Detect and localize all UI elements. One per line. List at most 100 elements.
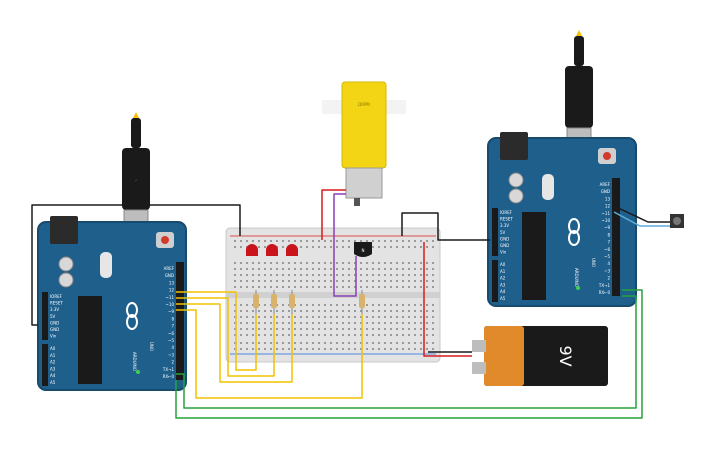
left-power-pin-label: GND	[50, 327, 59, 332]
breadboard-hole	[282, 240, 284, 242]
breadboard-hole	[288, 310, 290, 312]
breadboard-hole	[276, 322, 278, 324]
pushbutton-icon[interactable]	[670, 214, 684, 228]
breadboard-hole	[234, 274, 236, 276]
breadboard-hole	[336, 274, 338, 276]
breadboard-hole	[282, 334, 284, 336]
breadboard-hole	[384, 310, 386, 312]
breadboard-hole	[300, 246, 302, 248]
breadboard-hole	[384, 342, 386, 344]
breadboard-hole	[426, 342, 428, 344]
breadboard-hole	[276, 348, 278, 350]
breadboard-hole	[378, 268, 380, 270]
left-digital-pin-label: ~9	[168, 309, 174, 314]
breadboard-hole	[258, 246, 260, 248]
wire-green-1	[176, 295, 637, 409]
breadboard-hole	[234, 268, 236, 270]
breadboard-hole	[354, 286, 356, 288]
breadboard-hole	[402, 274, 404, 276]
breadboard-hole	[312, 262, 314, 264]
breadboard-hole	[366, 322, 368, 324]
breadboard-hole	[252, 322, 254, 324]
breadboard-hole	[378, 310, 380, 312]
breadboard-hole	[420, 240, 422, 242]
breadboard-hole	[330, 348, 332, 350]
breadboard-hole	[246, 342, 248, 344]
breadboard-hole	[276, 310, 278, 312]
breadboard-hole	[270, 348, 272, 350]
breadboard-hole	[258, 328, 260, 330]
breadboard-hole	[306, 304, 308, 306]
led-1	[246, 244, 258, 256]
breadboard-hole	[408, 240, 410, 242]
breadboard-hole	[408, 262, 410, 264]
breadboard-hole	[330, 274, 332, 276]
breadboard-hole	[396, 274, 398, 276]
breadboard-hole	[360, 274, 362, 276]
breadboard-hole	[414, 322, 416, 324]
breadboard-hole	[324, 348, 326, 350]
breadboard-hole	[330, 286, 332, 288]
breadboard-hole	[246, 274, 248, 276]
right-digital-pin-label: 12	[605, 204, 611, 209]
breadboard-hole	[318, 348, 320, 350]
breadboard-hole	[324, 316, 326, 318]
breadboard-hole	[396, 348, 398, 350]
breadboard-hole	[288, 286, 290, 288]
breadboard-hole	[390, 342, 392, 344]
breadboard-hole	[414, 348, 416, 350]
right-digital-pin-label: AREF	[600, 182, 611, 187]
breadboard-hole	[288, 262, 290, 264]
wire-yellow-2	[176, 297, 275, 377]
breadboard-hole	[306, 322, 308, 324]
breadboard-hole	[408, 334, 410, 336]
breadboard-hole	[330, 262, 332, 264]
breadboard-hole	[318, 316, 320, 318]
breadboard-hole	[264, 316, 266, 318]
breadboard-hole	[300, 280, 302, 282]
right-digital-pin-label: ~5	[604, 254, 610, 259]
breadboard-hole	[324, 322, 326, 324]
right-digital-pin-label: 13	[605, 196, 611, 201]
motor-label: DRPM	[358, 102, 370, 107]
breadboard-hole	[288, 328, 290, 330]
breadboard-hole	[432, 246, 434, 248]
breadboard-hole	[306, 334, 308, 336]
breadboard-hole	[270, 310, 272, 312]
breadboard-hole	[246, 328, 248, 330]
breadboard-hole	[324, 328, 326, 330]
right-analog-pin-label: A5	[500, 296, 506, 301]
breadboard-hole	[300, 274, 302, 276]
breadboard-hole	[348, 334, 350, 336]
breadboard-hole	[294, 286, 296, 288]
breadboard-hole	[270, 262, 272, 264]
breadboard-hole	[420, 310, 422, 312]
breadboard-hole	[234, 322, 236, 324]
breadboard-hole	[420, 334, 422, 336]
breadboard-hole	[354, 334, 356, 336]
breadboard-hole	[402, 342, 404, 344]
breadboard-hole	[384, 348, 386, 350]
breadboard-hole	[240, 348, 242, 350]
breadboard-hole	[294, 316, 296, 318]
breadboard-hole	[294, 310, 296, 312]
breadboard-hole	[294, 274, 296, 276]
breadboard-hole	[342, 304, 344, 306]
breadboard-hole	[384, 246, 386, 248]
wire-purple	[333, 193, 357, 297]
breadboard-hole	[342, 274, 344, 276]
breadboard-hole	[408, 322, 410, 324]
breadboard-hole	[306, 280, 308, 282]
breadboard-hole	[300, 268, 302, 270]
breadboard-hole	[300, 262, 302, 264]
power-header	[492, 208, 498, 256]
breadboard-hole	[282, 286, 284, 288]
breadboard-hole	[318, 322, 320, 324]
breadboard-hole	[348, 274, 350, 276]
breadboard-hole	[432, 328, 434, 330]
breadboard-hole	[324, 304, 326, 306]
resistor-3	[289, 290, 295, 314]
breadboard-hole	[390, 322, 392, 324]
wire-yellow-3	[176, 303, 293, 383]
breadboard-hole	[300, 240, 302, 242]
